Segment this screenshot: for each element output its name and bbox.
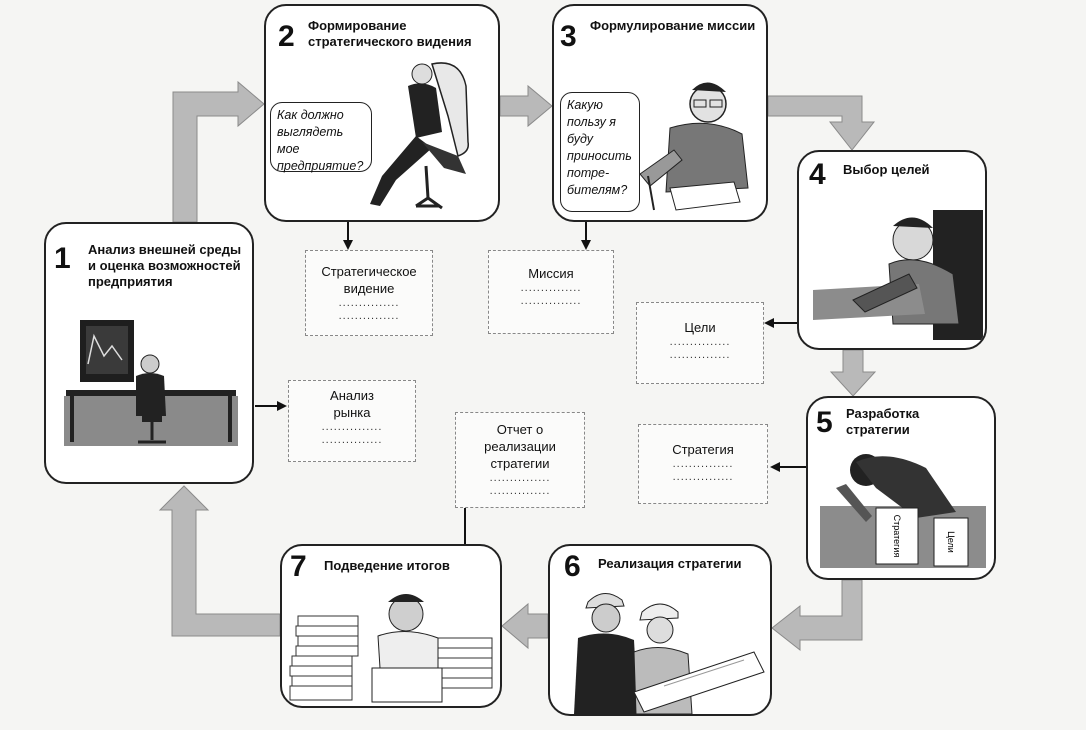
output-report-dots-2: ............... xyxy=(489,485,551,497)
output-report-dots-1: ............... xyxy=(489,472,551,484)
output-goals-label: Цели xyxy=(684,320,716,335)
step-6-title: Реализация стратегии xyxy=(598,556,742,571)
flow-arrow-7-1 xyxy=(158,485,281,637)
thinking-man-illustration xyxy=(813,210,983,340)
output-goals-dots-2: ............... xyxy=(669,349,731,361)
output-strategy-dots-1: ............... xyxy=(672,458,734,470)
output-market-dots-1: ............... xyxy=(321,421,383,433)
mission-speech-bubble: Какую пользу я буду приносить потре-бите… xyxy=(560,92,640,212)
step-4-number: 4 xyxy=(809,158,826,191)
output-report-box: Отчет о реализации стратегии ...........… xyxy=(455,412,585,508)
output-mission-box: Миссия ............... ............... xyxy=(488,250,614,334)
output-market-box: Анализ рынка ............... ...........… xyxy=(288,380,416,462)
step-2-title: Формирование стратегического видения xyxy=(308,18,472,49)
step-4-card: 4 Выбор целей xyxy=(797,150,987,350)
step-3-title: Формулирование миссии xyxy=(590,18,756,33)
writing-man-illustration xyxy=(639,82,749,211)
step-5-number: 5 xyxy=(816,406,833,439)
output-vision-box: Стратегическое видение ............... .… xyxy=(305,250,433,336)
vision-speech-bubble: Как должно выглядеть мое предприятие? xyxy=(270,102,372,173)
flow-arrow-5-6 xyxy=(771,579,863,652)
flow-arrow-6-7 xyxy=(501,602,549,650)
step-5-card: 5 Разработка стратегии Стратегия Цели xyxy=(806,396,996,580)
paperwork-man-illustration xyxy=(289,594,493,703)
step-4-title: Выбор целей xyxy=(843,162,930,177)
output-strategy-dots-2: ............... xyxy=(672,471,734,483)
computer-desk-illustration xyxy=(64,320,238,446)
step-1-title: Анализ внешней среды и оценка возможност… xyxy=(88,242,242,289)
step-2-number: 2 xyxy=(278,20,295,53)
output-report-label: Отчет о реализации стратегии xyxy=(484,422,556,471)
step-7-number: 7 xyxy=(290,550,307,583)
flow-arrow-1-2 xyxy=(172,80,265,223)
step-6-card: 6 Реализация стратегии xyxy=(548,544,772,716)
output-market-dots-2: ............... xyxy=(321,434,383,446)
construction-workers-illustration xyxy=(574,593,765,714)
output-vision-dots-2: ............... xyxy=(338,310,400,322)
step-7-title: Подведение итогов xyxy=(324,558,450,573)
flow-arrow-3-4 xyxy=(767,95,876,151)
step-1-number: 1 xyxy=(54,242,71,275)
output-strategy-box: Стратегия ............... ..............… xyxy=(638,424,768,504)
output-mission-dots-2: ............... xyxy=(520,295,582,307)
paper-label-strategy: Стратегия xyxy=(892,515,902,558)
step-6-number: 6 xyxy=(564,550,581,583)
output-mission-label: Миссия xyxy=(528,266,574,281)
step-2-card: 2 Формирование стратегического видения К… xyxy=(264,4,500,222)
step-7-card: 7 Подведение итогов xyxy=(280,544,502,708)
output-mission-dots-1: ............... xyxy=(520,282,582,294)
flow-arrow-2-3 xyxy=(499,84,553,128)
step-3-card: 3 Формулирование миссии Какую пользу я б… xyxy=(552,4,768,222)
output-goals-box: Цели ............... ............... xyxy=(636,302,764,384)
output-goals-dots-1: ............... xyxy=(669,336,731,348)
paper-label-goals: Цели xyxy=(946,531,956,553)
step-3-number: 3 xyxy=(560,20,577,53)
flow-arrow-4-5 xyxy=(829,349,877,397)
step-1-card: 1 Анализ внешней среды и оценка возможно… xyxy=(44,222,254,484)
output-strategy-label: Стратегия xyxy=(672,442,734,457)
output-vision-label: Стратегическое видение xyxy=(321,264,417,296)
output-market-label: Анализ рынка xyxy=(330,388,374,420)
step-5-title: Разработка стратегии xyxy=(846,406,920,437)
drafting-man-illustration: Стратегия Цели xyxy=(820,454,986,568)
seated-businessman-illustration xyxy=(370,62,470,210)
output-vision-dots-1: ............... xyxy=(338,297,400,309)
